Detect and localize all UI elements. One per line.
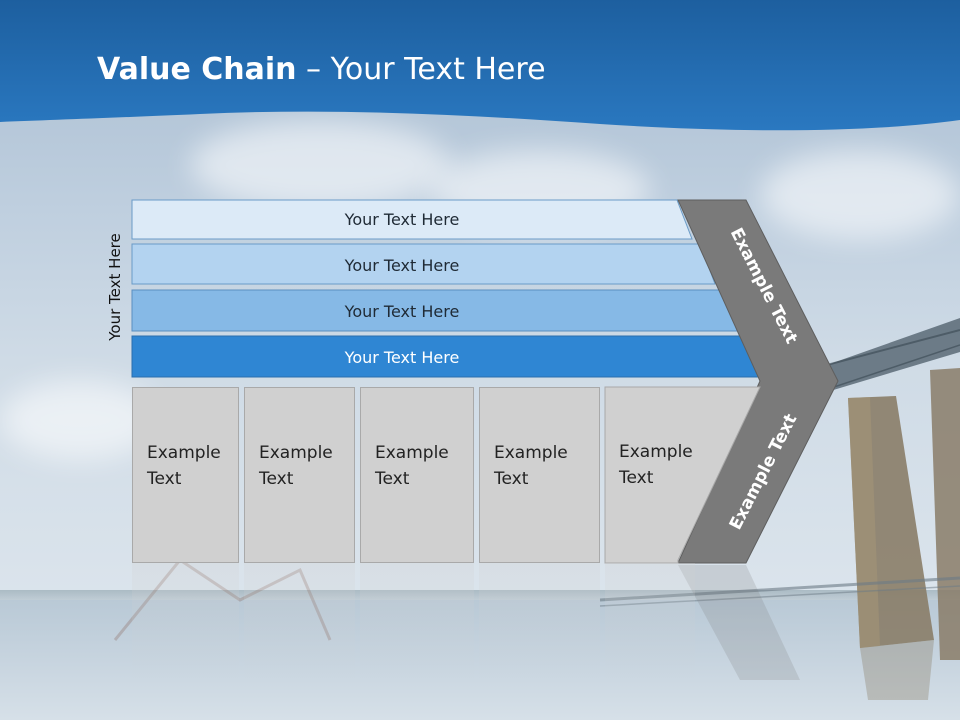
column-shape-5 — [604, 386, 761, 564]
column-1-line1: Example — [147, 443, 221, 463]
header-wave — [0, 0, 960, 131]
column-1-line2: Text — [147, 469, 182, 489]
column-reflection — [244, 563, 355, 683]
row-1[interactable]: Your Text Here — [132, 200, 692, 238]
header-band: Value Chain – Your Text Here — [0, 0, 960, 135]
row-shape-1 — [131, 199, 693, 240]
column-3-line1: Example — [375, 443, 449, 463]
column-4-line1: Example — [494, 443, 568, 463]
column-reflection — [479, 563, 600, 683]
column-5-line1: Example — [619, 442, 693, 462]
column-2[interactable]: Example Text — [244, 387, 355, 563]
column-reflection — [605, 563, 695, 683]
column-5[interactable]: Example Text — [605, 387, 695, 563]
title-rest: – Your Text Here — [296, 52, 546, 87]
column-1[interactable]: Example Text — [132, 387, 239, 563]
row-2-label: Your Text Here — [344, 255, 460, 275]
column-reflection — [360, 563, 474, 683]
row-4[interactable]: Your Text Here — [132, 338, 692, 376]
column-reflection — [132, 563, 239, 683]
page-title: Value Chain – Your Text Here — [97, 52, 546, 87]
cloud — [760, 150, 960, 240]
row-4-label: Your Text Here — [344, 347, 460, 367]
chevron-arrow — [677, 199, 839, 564]
row-1-label: Your Text Here — [344, 209, 460, 229]
row-3-label: Your Text Here — [344, 301, 460, 321]
column-5-line2: Text — [619, 468, 654, 488]
row-3[interactable]: Your Text Here — [132, 292, 692, 330]
column-3[interactable]: Example Text — [360, 387, 474, 563]
cloud — [190, 120, 450, 210]
water — [0, 600, 960, 720]
chevron-reflection — [678, 565, 800, 680]
title-bold: Value Chain — [97, 52, 297, 87]
column-2-line2: Text — [259, 469, 294, 489]
row-shape-2 — [131, 243, 716, 285]
column-3-line2: Text — [375, 469, 410, 489]
column-4[interactable]: Example Text — [479, 387, 600, 563]
column-2-line1: Example — [259, 443, 333, 463]
row-2[interactable]: Your Text Here — [132, 246, 692, 284]
column-4-line2: Text — [494, 469, 529, 489]
